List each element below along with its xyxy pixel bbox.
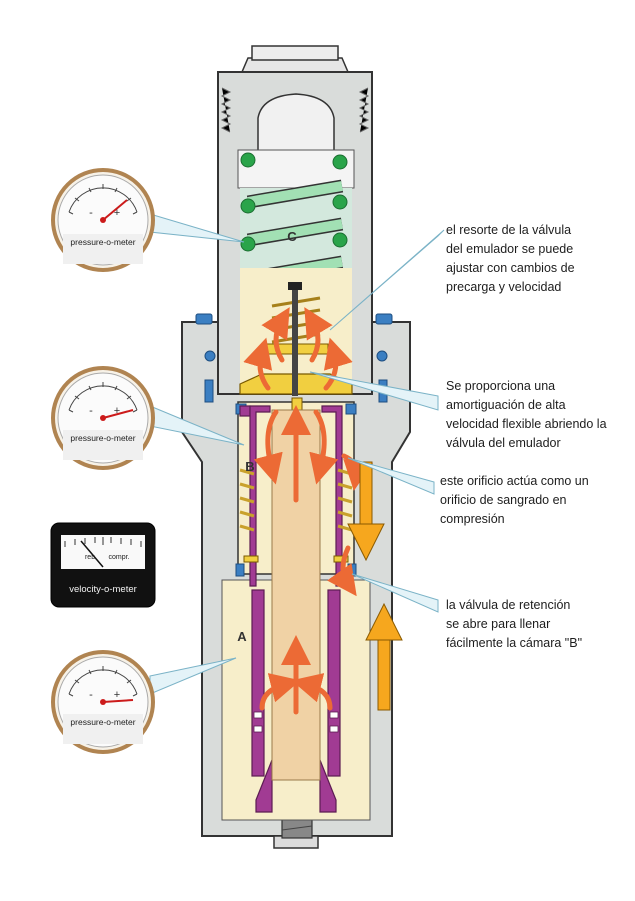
pressure-needle-3 [102,699,134,703]
annotation-line: compresión [440,512,505,526]
pressure-gauge-2: - + pressure-o-meter [51,366,155,470]
annotation-line: del emulador se puede [446,242,574,256]
velocity-gauge: reb. compr. velocity-o-meter [50,522,156,608]
pressure-gauge-2-label: pressure-o-meter [70,433,135,443]
annotation-line: el resorte de la válvula [446,223,572,237]
annotation-line: orificio de sangrado en [440,493,567,507]
chamber-a-label: A [237,629,247,644]
svg-text:compr.: compr. [108,554,129,561]
velocity-needle [80,540,104,568]
compression-arrow-down [347,461,385,562]
annotation-line: Se proporciona una [446,379,556,393]
svg-text:-: - [89,207,93,219]
annotation-line: fácilmente la cámara "B" [446,636,583,650]
svg-text:+: + [114,689,120,701]
annotation-damping: Se proporciona una amortiguación de alta… [446,377,607,453]
velocity-gauge-label: velocity-o-meter [69,584,137,595]
annotation-line: válvula del emulador [446,436,561,450]
svg-text:+: + [114,405,120,417]
flow-arrows [243,307,373,715]
pressure-gauge-3-label: pressure-o-meter [70,717,135,727]
svg-text:reb.: reb. [85,554,97,561]
pressure-needle-1 [102,199,128,221]
svg-text:-: - [89,689,93,701]
svg-text:-: - [89,405,93,417]
annotation-line: este orificio actúa como un [440,474,589,488]
chamber-c-label: C [287,229,297,244]
annotation-line: ajustar con cambios de [446,261,575,275]
fill-arrow-up [365,602,403,711]
pressure-gauge-1: - + pressure-o-meter [51,168,155,272]
annotation-line: precarga y velocidad [446,280,562,294]
pressure-gauge-1-label: pressure-o-meter [70,237,135,247]
annotation-check-valve: la válvula de retención se abre para lle… [446,596,582,653]
annotation-spring: el resorte de la válvula del emulador se… [446,221,575,297]
pressure-gauge-3: - + pressure-o-meter [51,650,155,754]
annotation-line: velocidad flexible abriendo la [446,417,607,431]
pressure-needle-2 [102,409,134,419]
chamber-b-label: B [245,459,254,474]
top-cap [257,93,335,153]
svg-text:+: + [114,207,120,219]
annotation-line: se abre para llenar [446,617,551,631]
annotation-line: la válvula de retención [446,598,571,612]
annotation-line: amortiguación de alta [446,398,566,412]
annotation-bleed: este orificio actúa como un orificio de … [440,472,589,529]
